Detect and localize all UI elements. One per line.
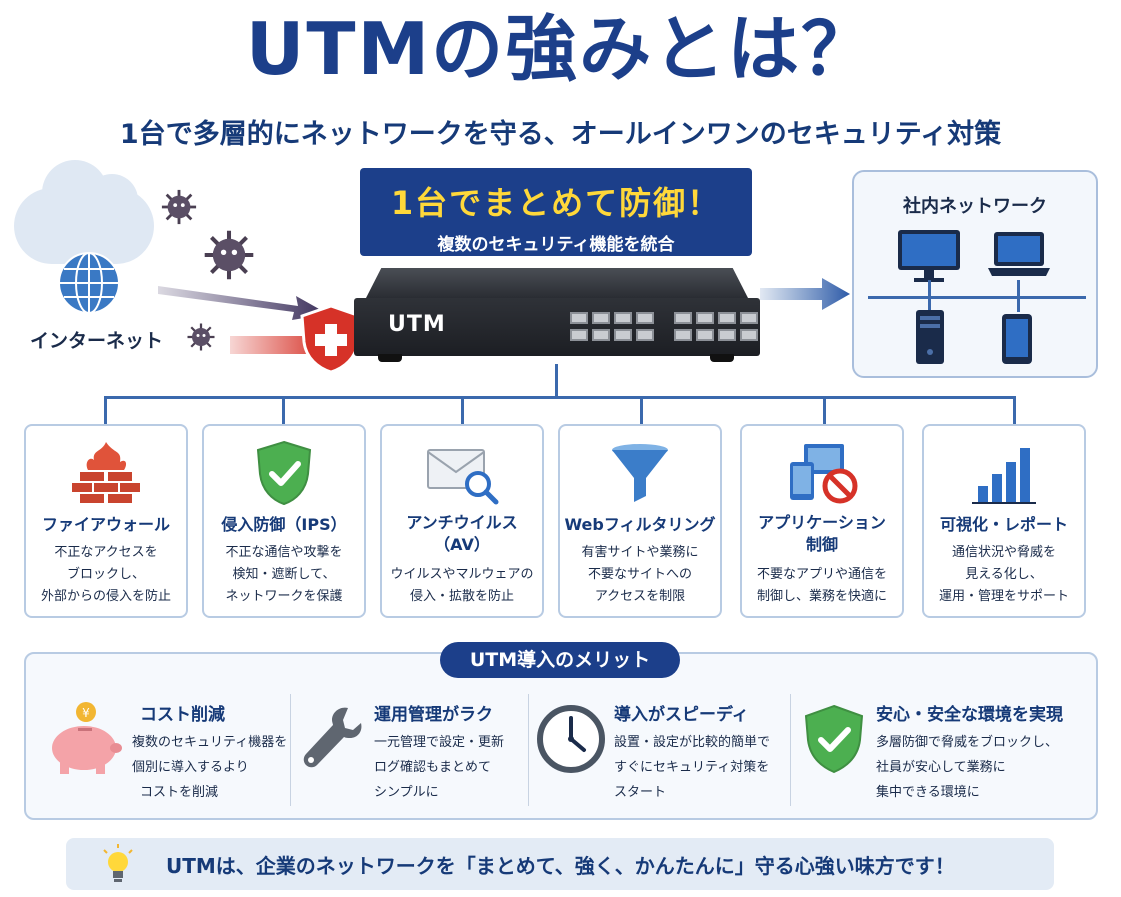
feature-desc-line: ネットワークを保護 — [225, 589, 343, 604]
merit-title: 安心・安全な環境を実現 — [876, 705, 1063, 725]
feature-desc-line: 見える化し、 — [965, 567, 1043, 582]
footer-text: UTMは、企業のネットワークを「まとめて、強く、かんたんに」守る心強い味方です！ — [166, 854, 955, 878]
feature-title: 制御 — [805, 535, 838, 554]
lightbulb-icon — [103, 844, 133, 882]
clock-icon — [537, 705, 605, 773]
feature-card-visualization: 可視化・レポート 通信状況や脅威を 見える化し、 運用・管理をサポート — [922, 424, 1086, 618]
feature-desc-line: ウイルスやマルウェアの — [390, 567, 534, 582]
merit-desc-line: コストを削減 — [140, 785, 219, 800]
network-bus-line — [868, 296, 1086, 299]
footer-banner: UTMは、企業のネットワークを「まとめて、強く、かんたんに」守る心強い味方です！ — [66, 838, 1054, 890]
feature-desc-line: 通信状況や脅威を — [951, 545, 1056, 560]
lan-ports — [674, 312, 758, 341]
cloud-icon — [14, 160, 154, 264]
merit-title: 運用管理がラク — [374, 705, 493, 725]
banner-title: 1台でまとめて防御！ — [390, 184, 722, 222]
feature-desc-line: 検知・遮断して、 — [232, 567, 336, 582]
feature-desc-line: アクセスを制限 — [594, 589, 686, 604]
tower-pc-icon — [916, 310, 944, 364]
globe-icon — [58, 252, 120, 314]
utm-appliance: UTM — [352, 268, 762, 364]
merit-desc-line: 社員が安心して業務に — [876, 760, 1006, 775]
network-title: 社内ネットワーク — [903, 196, 1047, 217]
feature-desc-line: 運用・管理をサポート — [938, 589, 1069, 604]
feature-title: ファイアウォール — [41, 515, 170, 534]
lan-ports — [570, 312, 654, 341]
threat-arrow — [158, 286, 328, 320]
feature-title: 侵入防御（IPS） — [221, 515, 347, 534]
monitor-icon — [898, 230, 960, 282]
feature-desc-line: 不正なアクセスを — [54, 545, 158, 560]
merit-desc-line: すぐにセキュリティ対策を — [614, 760, 770, 775]
merit-desc-line: 個別に導入するより — [132, 760, 249, 775]
feature-desc-line: 不要なアプリや通信を — [756, 567, 887, 582]
divider — [528, 694, 529, 806]
merit-desc-line: 一元管理で設定・更新 — [374, 735, 505, 750]
virus-icon — [161, 189, 197, 225]
outbound-arrow — [760, 278, 850, 310]
feature-desc-line: 不正な通信や攻撃を — [225, 545, 343, 560]
divider — [290, 694, 291, 806]
virus-icon — [187, 323, 215, 351]
merits-heading: UTM導入のメリット — [440, 642, 680, 678]
wrench-icon — [303, 707, 362, 768]
merit-desc-line: 設置・設定が比較的簡単で — [614, 735, 771, 750]
internal-network-panel: 社内ネットワーク — [852, 170, 1098, 378]
feature-card-app-control: アプリケーション 制御 不要なアプリや通信を 制御し、業務を快適に — [740, 424, 904, 618]
connector-bus — [104, 396, 1016, 399]
feature-desc-line: 外部からの侵入を防止 — [40, 589, 171, 604]
merit-title: 導入がスピーディ — [614, 705, 749, 725]
feature-card-antivirus: アンチウイルス （AV） ウイルスやマルウェアの 侵入・拡散を防止 — [380, 424, 544, 618]
shield-check-icon — [256, 440, 312, 506]
connector-trunk — [555, 364, 558, 398]
page-title: UTMの強みとは？ — [0, 6, 1121, 92]
banner-subtitle: 複数のセキュリティ機能を統合 — [437, 235, 675, 255]
merit-desc-line: 集中できる環境に — [876, 785, 980, 800]
smartphone-icon — [1002, 314, 1032, 364]
feature-card-ips: 侵入防御（IPS） 不正な通信や攻撃を 検知・遮断して、 ネットワークを保護 — [202, 424, 366, 618]
feature-desc-line: 制御し、業務を快適に — [756, 589, 887, 604]
feature-title: （AV） — [434, 535, 490, 554]
firewall-icon — [72, 442, 140, 503]
feature-desc-line: 侵入・拡散を防止 — [409, 589, 514, 604]
mail-search-icon — [427, 449, 499, 505]
divider — [790, 694, 791, 806]
feature-card-web-filtering: Webフィルタリング 有害サイトや業務に 不要なサイトへの アクセスを制限 — [558, 424, 722, 618]
feature-title: 可視化・レポート — [939, 515, 1068, 534]
merit-desc-line: 多層防御で脅威をブロックし、 — [876, 735, 1059, 750]
feature-title: Webフィルタリング — [564, 515, 716, 534]
title-main: UTMの強みとは？ — [245, 7, 876, 91]
merit-desc-line: ログ確認もまとめて — [374, 760, 492, 775]
feature-title: アプリケーション — [758, 513, 886, 532]
feature-title: アンチウイルス — [406, 513, 518, 532]
app-block-icon — [790, 444, 858, 504]
title-highlight: 強み — [501, 7, 658, 91]
merit-desc-line: 複数のセキュリティ機器を — [132, 735, 288, 750]
feature-desc-line: 不要なサイトへの — [587, 567, 692, 582]
shield-check-icon — [804, 704, 864, 774]
utm-label: UTM — [388, 312, 446, 337]
feature-card-firewall: ファイアウォール 不正なアクセスを ブロックし、 外部からの侵入を防止 — [24, 424, 188, 618]
laptop-icon — [988, 232, 1050, 276]
integration-banner: 1台でまとめて防御！ 複数のセキュリティ機能を統合 — [360, 168, 752, 256]
internet-label: インターネット — [30, 330, 164, 352]
filter-funnel-icon — [612, 444, 668, 502]
virus-icon — [204, 230, 254, 280]
merit-desc-line: スタート — [614, 785, 667, 800]
feature-desc-line: 有害サイトや業務に — [581, 545, 699, 560]
page-subtitle: 1台で多層的にネットワークを守る、オールインワンのセキュリティ対策 — [119, 119, 1002, 150]
bar-chart-icon — [972, 448, 1036, 504]
feature-desc-line: ブロックし、 — [66, 567, 145, 582]
svg-text:¥: ¥ — [82, 706, 90, 720]
piggy-bank-icon: ¥ — [52, 702, 122, 774]
merit-desc-line: シンプルに — [374, 785, 439, 800]
merit-title: コスト削減 — [140, 705, 225, 725]
